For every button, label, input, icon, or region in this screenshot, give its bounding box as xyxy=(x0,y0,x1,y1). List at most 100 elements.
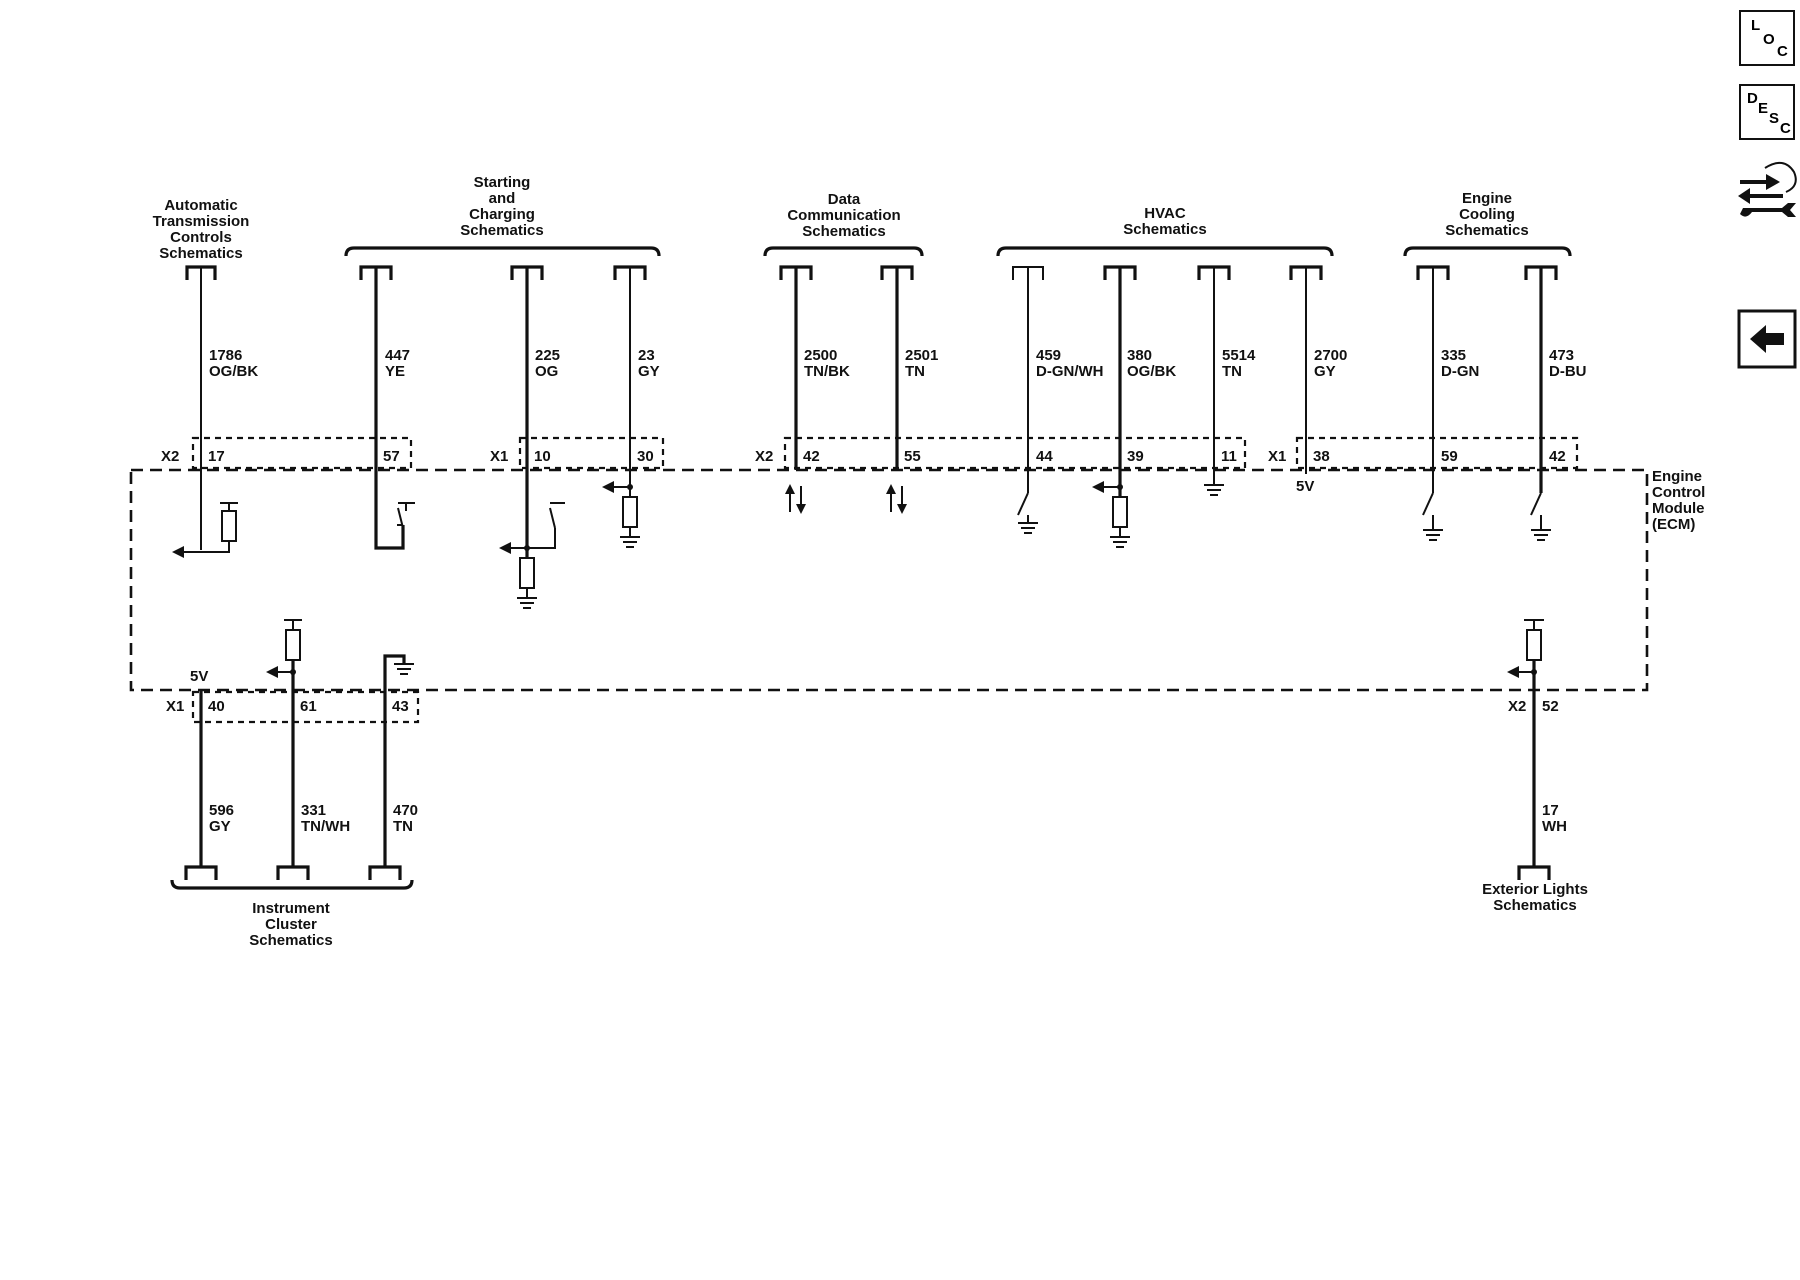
bracket-data xyxy=(763,246,924,257)
svg-text:and: and xyxy=(489,190,516,207)
svg-text:447: 447 xyxy=(385,347,410,364)
svg-text:Starting: Starting xyxy=(474,174,531,191)
connector-x2-left xyxy=(191,436,413,470)
svg-text:30: 30 xyxy=(637,448,654,465)
svg-text:TN: TN xyxy=(393,818,413,835)
circuit-473: 473 D-BU 42 xyxy=(1524,265,1587,541)
svg-text:2501: 2501 xyxy=(905,347,938,364)
bracket-hvac xyxy=(996,246,1334,257)
connector-x1-bottom xyxy=(191,690,420,724)
conn-label-x2-a: X2 xyxy=(161,448,179,465)
svg-text:HVAC: HVAC xyxy=(1144,205,1186,222)
svg-text:Schematics: Schematics xyxy=(1123,221,1206,238)
ecm-label-line4: (ECM) xyxy=(1652,516,1695,533)
ecm-label-line2: Control xyxy=(1652,484,1705,501)
voltage-5v-a: 5V xyxy=(1296,478,1314,495)
svg-text:Charging: Charging xyxy=(469,206,535,223)
ecm-label-line1: Engine xyxy=(1652,468,1702,485)
circuit-5514: 5514 TN 11 xyxy=(1197,265,1256,496)
loc-button[interactable]: L O C xyxy=(1739,10,1795,66)
circuit-225: 225 OG 10 xyxy=(499,265,565,609)
svg-text:OG: OG xyxy=(535,363,558,380)
header-trans: Automatic Transmission Controls Schemati… xyxy=(153,197,250,262)
wrench-connector-icon[interactable] xyxy=(1738,161,1797,217)
circuit-447: 447 YE 57 xyxy=(359,265,415,550)
conn-label-x2-b: X2 xyxy=(755,448,773,465)
svg-text:225: 225 xyxy=(535,347,560,364)
desc-letter-d: D xyxy=(1747,90,1758,107)
svg-text:2500: 2500 xyxy=(804,347,837,364)
ecm-outline xyxy=(129,468,1649,692)
circuit-380: 380 OG/BK 39 xyxy=(1092,265,1176,548)
desc-letter-c: C xyxy=(1780,120,1791,137)
bracket-cooling xyxy=(1403,246,1572,257)
svg-text:17: 17 xyxy=(208,448,225,465)
back-arrow-icon[interactable] xyxy=(1737,309,1797,369)
svg-text:Schematics: Schematics xyxy=(460,222,543,239)
svg-text:GY: GY xyxy=(1314,363,1336,380)
loc-letter-o: O xyxy=(1763,31,1775,48)
svg-text:2700: 2700 xyxy=(1314,347,1347,364)
header-cluster: Instrument Cluster Schematics xyxy=(249,900,332,949)
svg-text:Cooling: Cooling xyxy=(1459,206,1515,223)
svg-text:59: 59 xyxy=(1441,448,1458,465)
conn-label-x1-c: X1 xyxy=(166,698,184,715)
svg-text:10: 10 xyxy=(534,448,551,465)
svg-text:42: 42 xyxy=(803,448,820,465)
svg-text:55: 55 xyxy=(904,448,921,465)
svg-text:Instrument: Instrument xyxy=(252,900,330,917)
svg-text:38: 38 xyxy=(1313,448,1330,465)
header-hvac: HVAC Schematics xyxy=(1123,205,1206,238)
conn-label-x2-c: X2 xyxy=(1508,698,1526,715)
bracket-cluster xyxy=(170,879,414,890)
svg-text:23: 23 xyxy=(638,347,655,364)
svg-text:OG/BK: OG/BK xyxy=(209,363,258,380)
circuit-2501: 2501 TN 55 xyxy=(880,265,938,514)
svg-text:Schematics: Schematics xyxy=(159,245,242,262)
svg-text:GY: GY xyxy=(638,363,660,380)
ecm-label-line3: Module xyxy=(1652,500,1705,517)
svg-text:Transmission: Transmission xyxy=(153,213,250,230)
header-data: Data Communication Schematics xyxy=(787,191,900,240)
svg-text:Schematics: Schematics xyxy=(249,932,332,949)
circuit-2500: 2500 TN/BK 42 xyxy=(779,265,850,514)
desc-letter-s: S xyxy=(1769,110,1780,127)
svg-text:Engine: Engine xyxy=(1462,190,1512,207)
circuit-596: 5V 596 GY 40 xyxy=(184,668,234,880)
svg-text:D-GN: D-GN xyxy=(1441,363,1479,380)
svg-text:42: 42 xyxy=(1549,448,1566,465)
svg-text:Schematics: Schematics xyxy=(1445,222,1528,239)
header-starting: Starting and Charging Schematics xyxy=(460,174,543,239)
circuit-470: 470 TN 43 xyxy=(368,654,418,880)
svg-text:TN: TN xyxy=(1222,363,1242,380)
bracket-starting xyxy=(344,246,661,257)
svg-text:D-GN/WH: D-GN/WH xyxy=(1036,363,1104,380)
svg-text:459: 459 xyxy=(1036,347,1061,364)
svg-text:1786: 1786 xyxy=(209,347,242,364)
circuit-331: 331 TN/WH 61 xyxy=(266,619,350,880)
svg-text:43: 43 xyxy=(392,698,409,715)
svg-text:44: 44 xyxy=(1036,448,1053,465)
svg-text:Controls: Controls xyxy=(170,229,232,246)
svg-text:GY: GY xyxy=(209,818,231,835)
ecm-label: Engine Control Module (ECM) xyxy=(1652,468,1705,533)
loc-letter-c: C xyxy=(1777,43,1788,60)
svg-text:17: 17 xyxy=(1542,802,1559,819)
svg-text:Communication: Communication xyxy=(787,207,900,224)
circuit-459: 459 D-GN/WH 44 xyxy=(1012,266,1104,534)
circuit-2700: 5V 2700 GY 38 xyxy=(1289,265,1347,495)
svg-text:52: 52 xyxy=(1542,698,1559,715)
circuit-1786: 1786 OG/BK 17 xyxy=(172,265,258,558)
svg-text:473: 473 xyxy=(1549,347,1574,364)
connector-x1-start xyxy=(518,436,665,470)
svg-text:5514: 5514 xyxy=(1222,347,1256,364)
svg-text:Exterior Lights: Exterior Lights xyxy=(1482,881,1588,898)
svg-text:57: 57 xyxy=(383,448,400,465)
loc-letter-l: L xyxy=(1751,17,1761,34)
desc-button[interactable]: D E S C xyxy=(1739,84,1795,140)
svg-text:WH: WH xyxy=(1542,818,1567,835)
svg-text:Cluster: Cluster xyxy=(265,916,317,933)
svg-text:61: 61 xyxy=(300,698,317,715)
conn-label-x1-a: X1 xyxy=(490,448,508,465)
